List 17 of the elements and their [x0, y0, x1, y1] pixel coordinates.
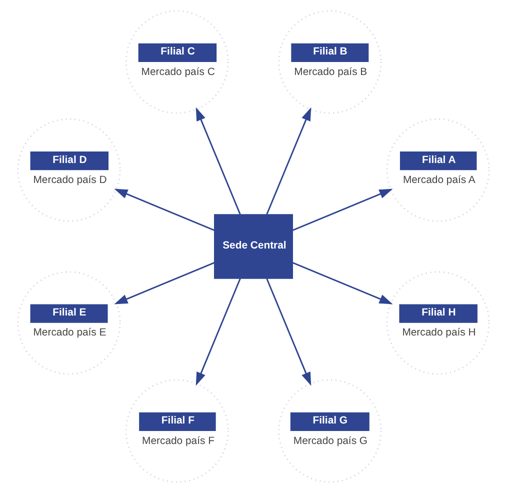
node-circle: Filial F Mercado país F [124, 379, 228, 483]
node-circle: Filial B Mercado país B [278, 10, 382, 114]
arrow [195, 278, 240, 386]
node-circle: Filial H Mercado país H [386, 271, 490, 375]
arrow [266, 278, 311, 386]
arrow [114, 262, 214, 304]
arrow [114, 188, 214, 231]
arrow [195, 107, 240, 215]
node-circle: Filial C Mercado país C [124, 10, 228, 114]
node-circle: Filial G Mercado país G [278, 379, 382, 483]
node-circle: Filial D Mercado país D [16, 118, 120, 222]
arrow [292, 262, 392, 304]
arrow [292, 188, 392, 231]
node-box: Sede Central [214, 214, 292, 279]
node-circle: Filial E Mercado país E [16, 271, 120, 375]
node-circle: Filial A Mercado país A [386, 118, 490, 222]
arrow [266, 107, 311, 215]
